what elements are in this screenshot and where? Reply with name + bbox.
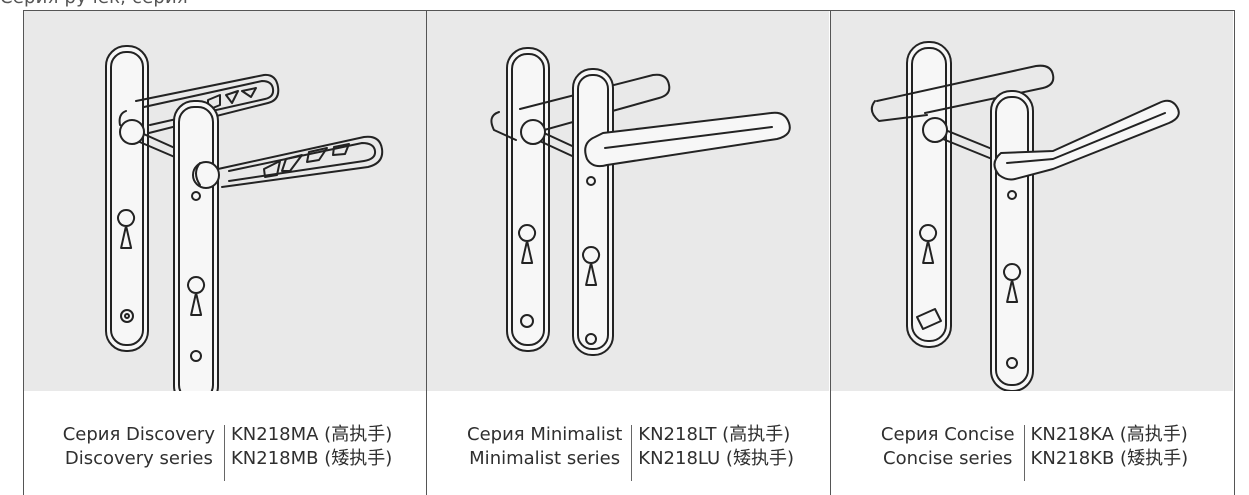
model-code-col: KN218KA (高执手) KN218KB (矮执手) — [1029, 423, 1189, 483]
product-grid: Серия Discovery Discovery series KN218MA… — [23, 10, 1235, 495]
model-code-col: KN218MA (高执手) KN218MB (矮执手) — [229, 423, 392, 483]
model-code-col: KN218LT (高执手) KN218LU (矮执手) — [636, 423, 794, 483]
series-name-ru: Серия Discovery — [62, 424, 215, 445]
series-name-col: Серия Concise Concise series — [876, 423, 1020, 483]
model-high: KN218KA (高执手) — [1030, 424, 1188, 445]
caption-divider — [1023, 425, 1025, 481]
product-card-discovery: Серия Discovery Discovery series KN218MA… — [23, 11, 427, 495]
product-card-concise: Серия Concise Concise series KN218KA (高执… — [831, 11, 1235, 495]
series-name-en: Minimalist series — [469, 448, 621, 469]
door-handle-concise-icon — [870, 41, 1180, 391]
product-caption-discovery: Серия Discovery Discovery series KN218MA… — [24, 423, 426, 483]
door-handle-minimalist-icon — [490, 47, 791, 356]
series-name-ru: Серия Minimalist — [467, 424, 623, 445]
caption-divider — [223, 425, 225, 481]
product-image-minimalist — [427, 11, 829, 391]
series-name-en: Discovery series — [64, 448, 213, 469]
product-caption-concise: Серия Concise Concise series KN218KA (高执… — [831, 423, 1233, 483]
door-handle-discovery-icon — [105, 45, 384, 391]
series-name-en: Concise series — [883, 448, 1013, 469]
product-image-concise — [831, 11, 1233, 391]
series-name-col: Серия Minimalist Minimalist series — [462, 423, 627, 483]
caption-divider — [631, 425, 633, 481]
model-low: KN218KB (矮执手) — [1030, 448, 1189, 469]
product-card-minimalist: Серия Minimalist Minimalist series KN218… — [427, 11, 831, 495]
model-low: KN218LU (矮执手) — [638, 448, 794, 469]
model-high: KN218MA (高执手) — [230, 424, 393, 445]
series-name-col: Серия Discovery Discovery series — [58, 423, 220, 483]
series-name-ru: Серия Concise — [880, 424, 1015, 445]
model-high: KN218LT (高执手) — [638, 424, 791, 445]
top-caption: Серия ручек, серия — [0, 0, 188, 8]
model-low: KN218MB (矮执手) — [230, 448, 393, 469]
product-caption-minimalist: Серия Minimalist Minimalist series KN218… — [427, 423, 829, 483]
product-image-discovery — [24, 11, 426, 391]
